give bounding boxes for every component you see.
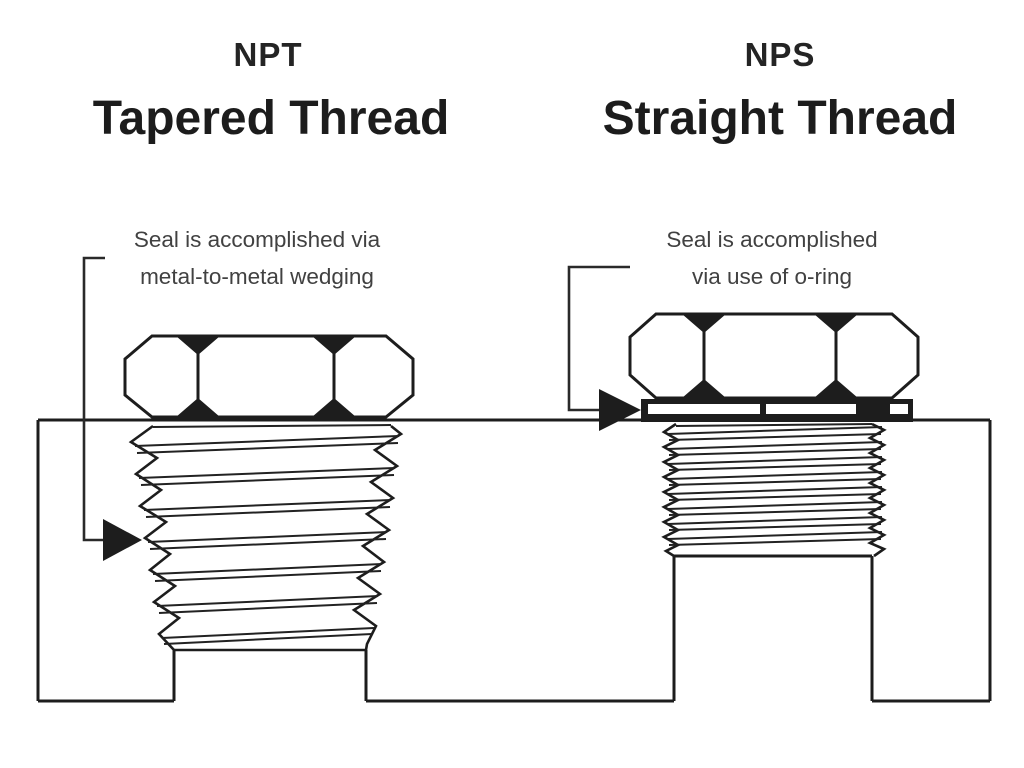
nps-callout-text: Seal is accomplished via use of o-ring [612, 221, 932, 295]
npt-callout-line1: Seal is accomplished via [133, 227, 381, 252]
flange-block [36, 418, 992, 703]
nps-callout-arrow [567, 265, 641, 431]
npt-abbr-title: NPT [233, 36, 303, 73]
left-pointer-arrow-icon [103, 519, 142, 561]
nps-o-ring-washer [641, 399, 913, 422]
nps-callout-line2: via use of o-ring [691, 264, 853, 289]
npt-callout-arrow [82, 256, 142, 561]
nps-abbr-title: NPS [744, 36, 816, 73]
o-ring-cross-section [856, 399, 890, 422]
nps-callout-line1: Seal is accomplished [666, 227, 878, 252]
nps-title: Straight Thread [602, 92, 958, 145]
npt-callout-line2: metal-to-metal wedging [140, 264, 374, 289]
nps-hex-head [628, 312, 920, 400]
npt-hex-head [123, 334, 415, 419]
npt-callout-text: Seal is accomplished via metal-to-metal … [97, 221, 417, 295]
nps-straight-thread [661, 422, 887, 558]
npt-title: Tapered Thread [92, 92, 450, 145]
npt-tapered-thread [128, 424, 404, 652]
right-pointer-arrow-icon [599, 389, 641, 431]
